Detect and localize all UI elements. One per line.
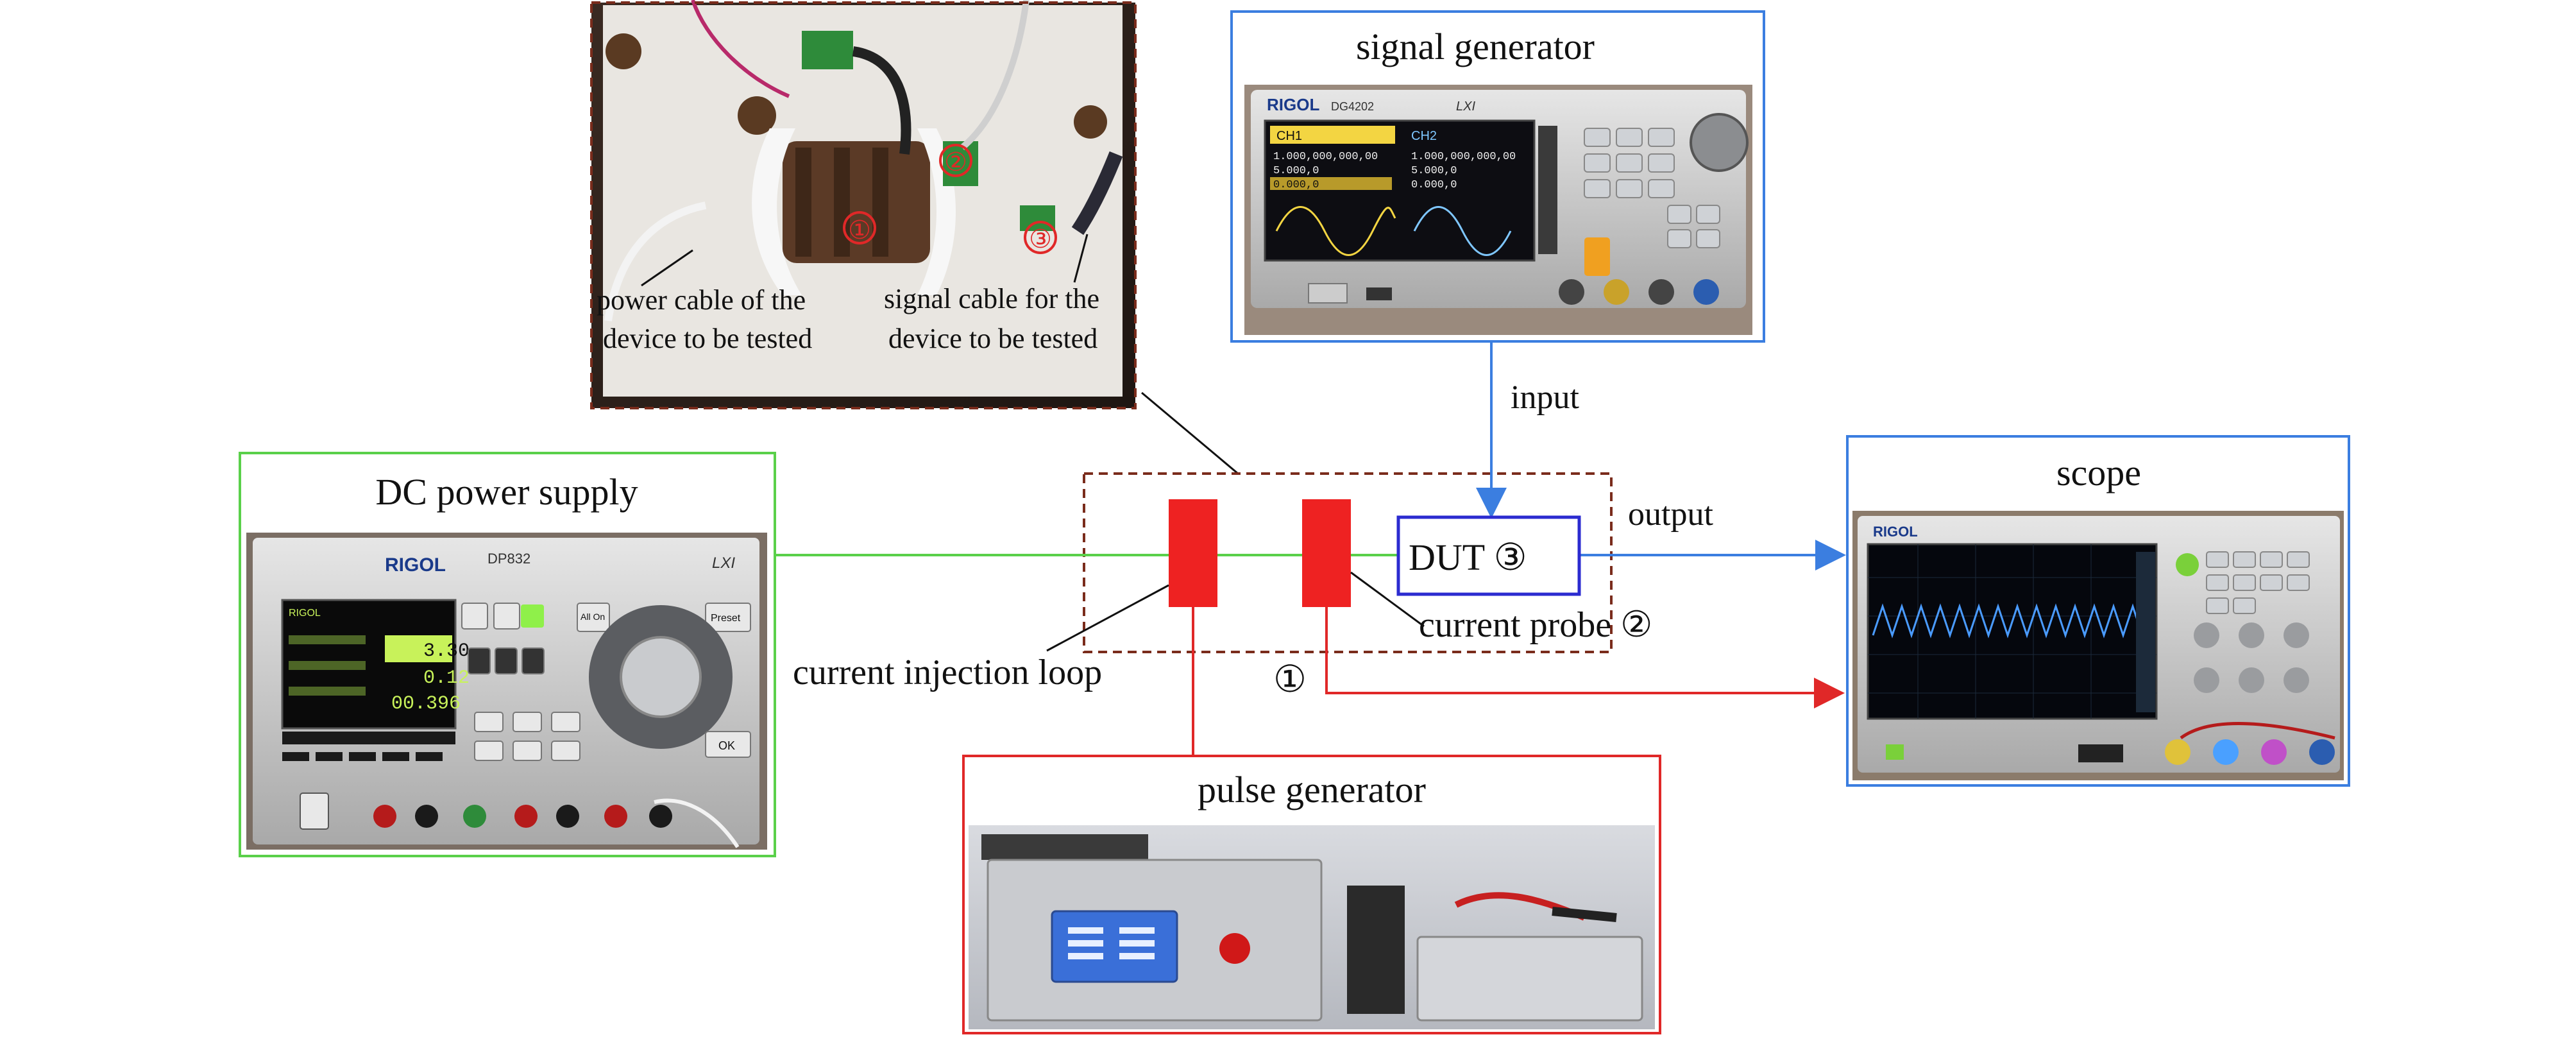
scope-title: scope xyxy=(2056,452,2141,493)
input-label: input xyxy=(1511,379,1579,416)
power-cable-caption-line2: device to be tested xyxy=(603,323,812,354)
sg-ch2-wave xyxy=(1413,206,1512,256)
psu-channel-buttons xyxy=(461,603,580,761)
psu-terminals xyxy=(373,805,672,828)
current-injection-loop xyxy=(1169,499,1217,607)
output-label: output xyxy=(1628,496,1713,533)
pulse-generator-title: pulse generator xyxy=(1198,769,1426,810)
current-probe-label: current probe ② xyxy=(1419,605,1652,645)
dut-photo-frame xyxy=(590,1,1137,409)
signal-cable-caption-line2: device to be tested xyxy=(888,323,1097,354)
scope-block: scope RIGOL xyxy=(1846,435,2350,787)
scope-brand: RIGOL xyxy=(1873,524,1918,540)
sg-model: DG4202 xyxy=(1331,100,1374,113)
photo-marker-3: ③ xyxy=(1029,225,1052,253)
psu-voltage: 3.30 xyxy=(423,640,470,662)
sg-ch1-offset: 0.000,0 xyxy=(1273,179,1319,191)
sg-ch2-offset: 0.000,0 xyxy=(1411,179,1457,191)
probe-to-scope-line xyxy=(1325,607,1845,708)
sg-ch2-amp: 5.000,0 xyxy=(1411,165,1457,177)
psu-preset: Preset xyxy=(711,613,741,624)
injection-leader-line xyxy=(1046,584,1169,652)
psu-all-on: All On xyxy=(580,612,605,622)
dut-region-box xyxy=(1083,472,1613,653)
sg-keypad xyxy=(1584,128,1720,248)
psu-brand-screen: RIGOL xyxy=(289,608,321,619)
signal-cable-caption-line1: signal cable for the xyxy=(884,283,1099,314)
sg-ch1-amp: 5.000,0 xyxy=(1273,165,1319,177)
sg-ch1-label: CH1 xyxy=(1276,129,1302,143)
scope-controls xyxy=(2206,551,2310,614)
probe-leader-line xyxy=(1350,571,1425,628)
sg-knob xyxy=(1690,113,1749,172)
scope-screen xyxy=(1867,543,2158,720)
photo-marker-1: ① xyxy=(848,216,871,244)
dut-label: DUT ③ xyxy=(1409,536,1527,578)
sg-brand: RIGOL xyxy=(1267,95,1319,114)
dc-power-supply-block: DC power supply RIGOL DP832 LXI RIGOL 3.… xyxy=(239,452,776,857)
psu-brand: RIGOL xyxy=(385,554,446,576)
dc-power-supply-title: DC power supply xyxy=(375,471,638,513)
dut-box xyxy=(1396,515,1581,596)
psu-lxi: LXI xyxy=(712,554,735,572)
psu-current: 0.12 xyxy=(423,667,470,689)
photo-marker-2: ② xyxy=(944,148,967,176)
psu-model: DP832 xyxy=(487,551,530,567)
power-cable-caption-line1: power cable of the xyxy=(597,284,806,316)
psu-power: 00.396 xyxy=(391,693,461,715)
scope-waveform xyxy=(1872,603,2144,638)
sg-ch2-freq: 1.000,000,000,00 xyxy=(1411,151,1516,163)
sg-ch1-freq: 1.000,000,000,00 xyxy=(1273,151,1378,163)
scope-channel-inputs xyxy=(2165,739,2335,765)
signal-generator-screen xyxy=(1264,119,1536,262)
sg-ch1-wave xyxy=(1275,206,1396,256)
current-probe xyxy=(1302,499,1351,607)
dut-board-photo: ① ② ③ power cable of the device to be te… xyxy=(590,0,1137,409)
sg-ch2-label: CH2 xyxy=(1411,129,1437,143)
signal-generator-block: signal generator RIGOL DG4202 LXI CH1 CH… xyxy=(1230,10,1765,343)
sg-lxi: LXI xyxy=(1456,99,1475,114)
signal-generator-title: signal generator xyxy=(1356,26,1595,67)
current-injection-loop-label: current injection loop xyxy=(793,653,1102,692)
photo-leader-line xyxy=(1141,391,1239,475)
pulse-generator-red-button xyxy=(1219,933,1250,964)
psu-ok: OK xyxy=(718,739,735,752)
marker-1-label: ① xyxy=(1273,658,1307,700)
pulse-generator-block: pulse generator xyxy=(962,755,1661,1034)
